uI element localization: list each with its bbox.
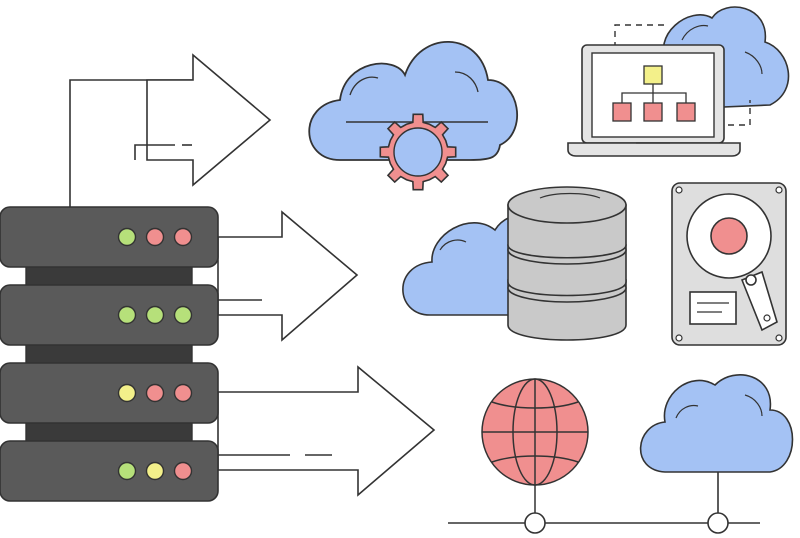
status-led-icon bbox=[145, 461, 165, 481]
arrows bbox=[69, 53, 436, 497]
status-led-icon bbox=[173, 383, 193, 403]
server-unit bbox=[0, 206, 219, 268]
database-cloud-icon bbox=[402, 186, 627, 341]
network-cloud-shape bbox=[639, 374, 794, 473]
network-node bbox=[707, 512, 729, 534]
laptop-org-chart-icon bbox=[567, 6, 790, 157]
hard-drive-icon bbox=[671, 182, 787, 346]
status-led-icon bbox=[145, 227, 165, 247]
server-unit bbox=[0, 284, 219, 346]
laptop-base bbox=[567, 142, 741, 157]
status-led-icon bbox=[173, 227, 193, 247]
gear-icon bbox=[379, 113, 457, 191]
cloud-shape bbox=[308, 41, 518, 161]
cloud-gear-icon bbox=[308, 41, 518, 191]
database-icon bbox=[507, 186, 627, 341]
drive-label bbox=[689, 291, 737, 325]
server-unit bbox=[0, 440, 219, 502]
globe-network-icon bbox=[448, 378, 760, 534]
status-led-icon bbox=[117, 461, 137, 481]
server-unit bbox=[0, 362, 219, 424]
status-led-icon bbox=[145, 305, 165, 325]
status-led-icon bbox=[117, 305, 137, 325]
org-chart-icon bbox=[612, 65, 696, 122]
server-rack-icon bbox=[0, 206, 219, 502]
arrow-top bbox=[69, 53, 272, 210]
status-led-icon bbox=[117, 227, 137, 247]
status-led-icon bbox=[173, 461, 193, 481]
status-led-icon bbox=[117, 383, 137, 403]
status-led-icon bbox=[173, 305, 193, 325]
arrow-middle bbox=[217, 210, 359, 342]
status-led-icon bbox=[145, 383, 165, 403]
arrow-bottom bbox=[217, 365, 436, 497]
cloud-network-icon bbox=[639, 374, 794, 534]
network-node bbox=[524, 512, 546, 534]
